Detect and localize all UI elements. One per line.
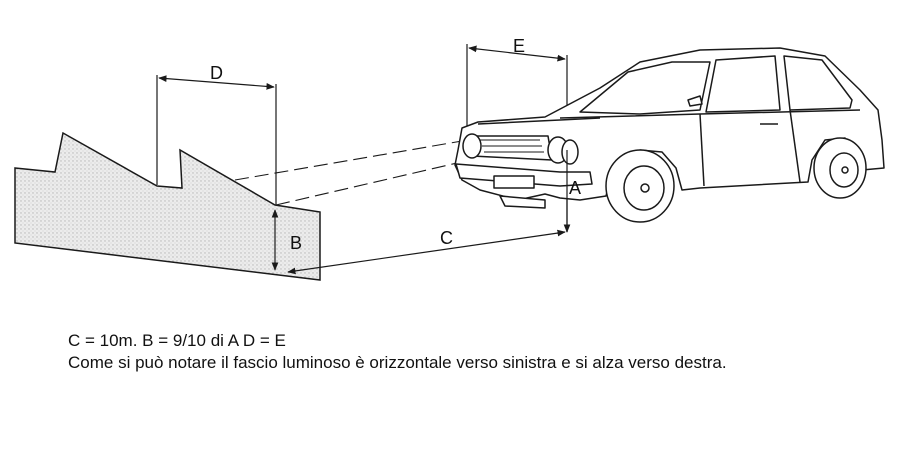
dimension-d xyxy=(156,75,277,205)
label-c: C xyxy=(440,228,453,248)
label-b: B xyxy=(290,233,302,253)
caption: C = 10m. B = 9/10 di A D = E Come si può… xyxy=(68,330,868,374)
label-e: E xyxy=(513,36,525,56)
dimension-c xyxy=(287,229,566,275)
headlight-alignment-diagram: D B C E xyxy=(14,36,885,281)
car-illustration xyxy=(454,47,885,223)
label-a: A xyxy=(569,178,581,198)
caption-formula: C = 10m. B = 9/10 di A D = E xyxy=(68,331,286,350)
beam-lines xyxy=(234,140,471,206)
screen-wall xyxy=(14,131,321,281)
label-d: D xyxy=(210,63,223,83)
caption-description: Come si può notare il fascio luminoso è … xyxy=(68,353,727,372)
